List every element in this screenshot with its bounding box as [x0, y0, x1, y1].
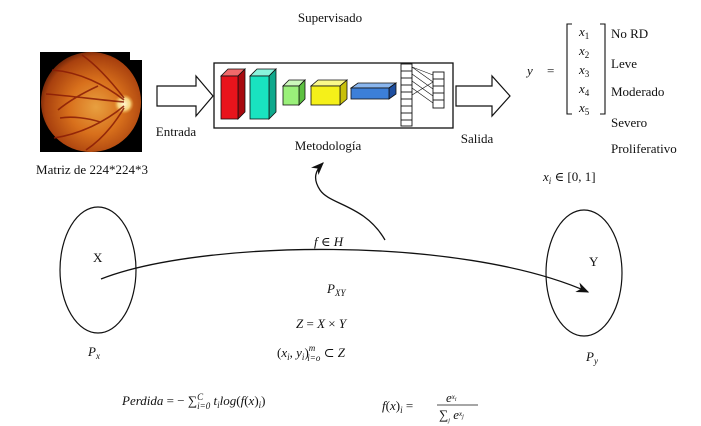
cnn-layer-blue [349, 82, 398, 100]
feedback-arrow [311, 162, 386, 241]
vector-entry-3: x3 [578, 62, 590, 79]
class-label-4: Proliferativo [611, 141, 677, 156]
cnn-layer-yellow [309, 79, 349, 106]
diagram-title: Supervisado [298, 10, 362, 25]
softmax-numerator: exi [446, 390, 457, 405]
class-label-1: Leve [611, 56, 637, 71]
vector-entry-5: x5 [578, 100, 590, 117]
output-layer [432, 71, 445, 109]
pxy-label: PXY [326, 281, 346, 298]
softmax-denominator: ∑j exj [439, 407, 464, 424]
vector-entry-1: x1 [578, 24, 589, 41]
output-vector: x1 x2 x3 x4 x5 [578, 24, 590, 117]
vector-entry-4: x4 [578, 81, 590, 98]
methodology-label: Metodología [295, 138, 362, 153]
set-y-label: Y [589, 254, 599, 269]
set-x-ellipse [59, 206, 137, 334]
class-label-0: No RD [611, 26, 648, 41]
class-label-3: Severo [611, 115, 647, 130]
cnn-layer-red [220, 68, 246, 120]
cnn-layer-green [282, 79, 306, 106]
dense-connections [411, 66, 434, 104]
function-label: f ∈ H [314, 234, 344, 249]
retina-image [40, 52, 142, 152]
output-label: Salida [461, 131, 494, 146]
dense-layer [400, 63, 413, 127]
softmax-lhs: f(x)i = [382, 398, 413, 415]
equals-sign: = [547, 63, 554, 78]
input-arrow [156, 74, 214, 118]
left-bracket [566, 23, 572, 115]
output-arrow [455, 74, 511, 118]
y-symbol: y [525, 63, 533, 78]
input-caption: Matriz de 224*224*3 [36, 162, 148, 177]
range-label: xi ∈ [0, 1] [542, 169, 596, 186]
vector-entry-2: x2 [578, 43, 589, 60]
py-label: Py [585, 349, 598, 366]
set-x-label: X [93, 250, 103, 265]
mapping-arrow [100, 248, 590, 293]
input-label: Entrada [156, 124, 197, 139]
class-label-2: Moderado [611, 84, 664, 99]
right-bracket [600, 23, 606, 115]
set-y-ellipse [545, 209, 623, 337]
z-definition: Z = X × Y [296, 316, 348, 331]
px-label: Px [87, 344, 100, 361]
cnn-layer-teal [249, 68, 277, 120]
